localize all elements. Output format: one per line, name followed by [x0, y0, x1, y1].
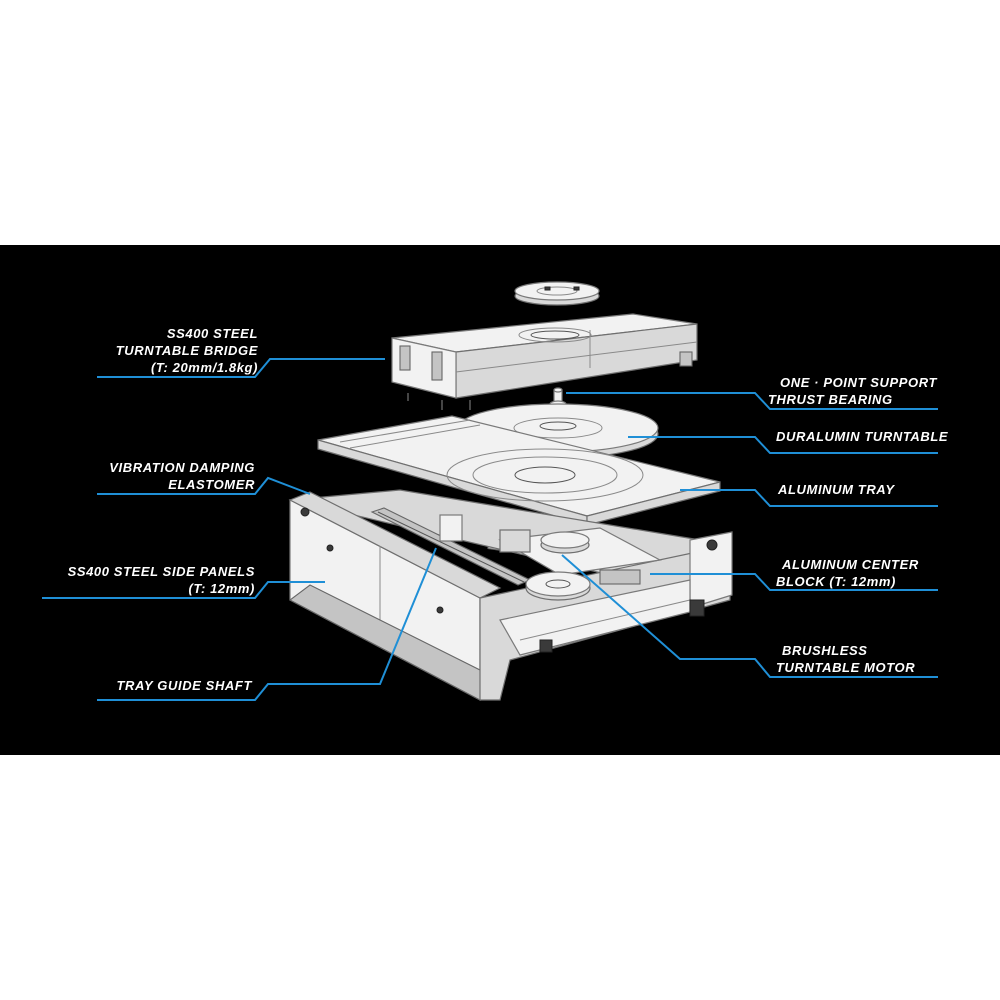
label-damping-line2: ELASTOMER	[168, 477, 255, 492]
label-guide-shaft-line1: TRAY GUIDE SHAFT	[116, 678, 252, 693]
label-aluminum-tray: ALUMINUM TRAY	[777, 482, 895, 497]
label-thrust-bearing-line1: ONE · POINT SUPPORT	[780, 375, 938, 390]
label-side-panels: SS400 STEEL SIDE PANELS (T: 12mm)	[68, 564, 255, 596]
label-side-panels-line1: SS400 STEEL SIDE PANELS	[68, 564, 255, 579]
label-bridge-line3: (T: 20mm/1.8kg)	[151, 360, 258, 375]
label-center-block-line2: BLOCK (T: 12mm)	[776, 574, 896, 589]
label-tray-line1: ALUMINUM TRAY	[777, 482, 895, 497]
label-aluminum-center-block: ALUMINUM CENTER BLOCK (T: 12mm)	[776, 557, 919, 589]
label-turntable-bridge: SS400 STEEL TURNTABLE BRIDGE (T: 20mm/1.…	[116, 326, 258, 375]
label-tray-guide-shaft: TRAY GUIDE SHAFT	[116, 678, 252, 693]
label-center-block-line1: ALUMINUM CENTER	[781, 557, 919, 572]
label-brushless-motor: BRUSHLESS TURNTABLE MOTOR	[776, 643, 915, 675]
leader-lines	[42, 358, 938, 701]
bridge-screws	[407, 393, 471, 410]
label-damping-line1: VIBRATION DAMPING	[109, 460, 255, 475]
base-chassis	[288, 489, 733, 701]
label-bridge-line2: TURNTABLE BRIDGE	[116, 343, 258, 358]
label-duralumin-turntable: DURALUMIN TURNTABLE	[776, 429, 948, 444]
label-thrust-bearing: ONE · POINT SUPPORT THRUST BEARING	[768, 375, 938, 407]
turntable-bridge	[391, 313, 698, 399]
label-vibration-damping: VIBRATION DAMPING ELASTOMER	[109, 460, 255, 492]
label-motor-line1: BRUSHLESS	[782, 643, 868, 658]
label-thrust-bearing-line2: THRUST BEARING	[768, 392, 893, 407]
label-motor-line2: TURNTABLE MOTOR	[776, 660, 915, 675]
label-turntable-line1: DURALUMIN TURNTABLE	[776, 429, 948, 444]
clamp-disc	[514, 281, 600, 306]
label-side-panels-line2: (T: 12mm)	[188, 581, 255, 596]
label-bridge-line1: SS400 STEEL	[167, 326, 258, 341]
